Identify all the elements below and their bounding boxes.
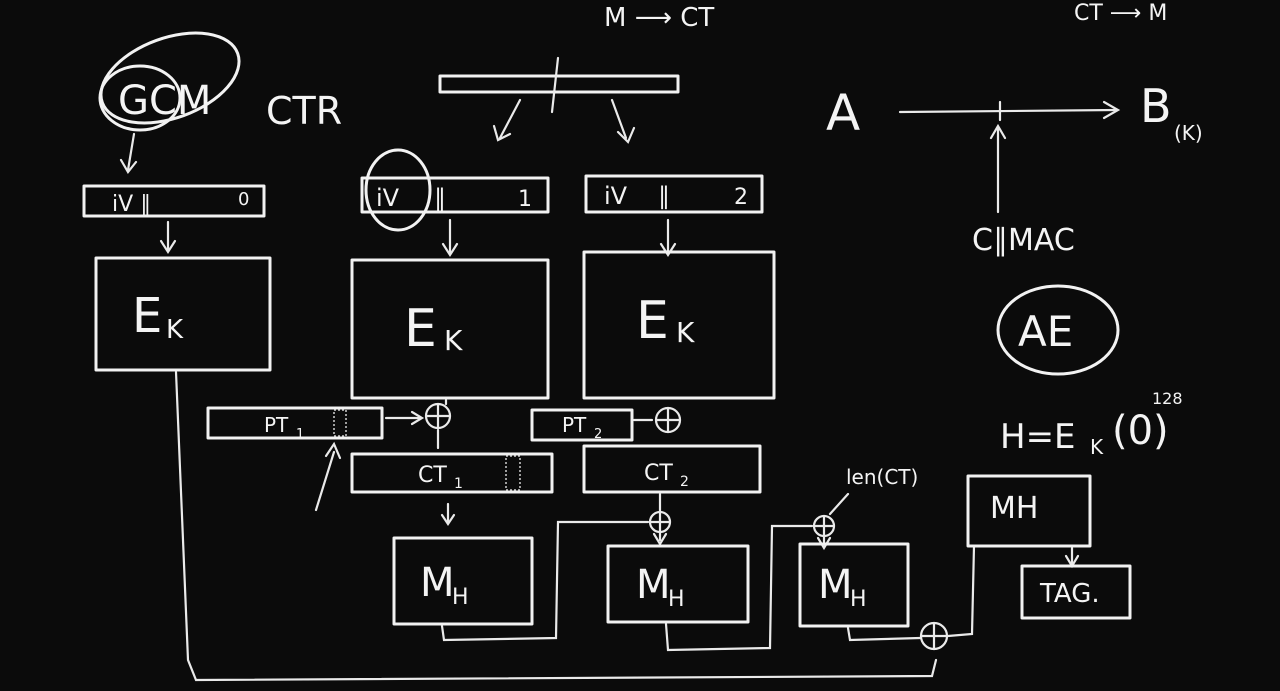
party-b-sub: (K) — [1174, 121, 1203, 145]
mh4-label: MH — [990, 491, 1038, 526]
xor3-arrow-head — [652, 532, 668, 547]
a-to-b-arrow — [898, 108, 1118, 114]
pt2-label: PT — [562, 413, 587, 437]
mh2-to-xor4 — [664, 524, 814, 652]
ek1-label: E — [404, 299, 437, 359]
pt1-label: PT — [264, 413, 289, 437]
pt1-padding — [333, 409, 347, 437]
pt1-sub: 1 — [296, 427, 304, 442]
gcm-inner-circle — [98, 64, 182, 132]
h-feed-line — [174, 370, 938, 682]
ct2-sub: 2 — [680, 474, 689, 490]
a-to-b-arrow-head — [1102, 100, 1121, 120]
iv2-block — [584, 174, 764, 214]
gcm-outer-circle — [99, 31, 241, 125]
iv0-block — [82, 184, 266, 218]
padding-pointer — [314, 450, 336, 512]
split-arrow-left — [498, 98, 522, 140]
ct1-arrow-head — [440, 513, 456, 526]
ek2-label: E — [636, 291, 669, 351]
padding-pointer-head — [324, 441, 342, 460]
iv1-highlight-circle — [364, 148, 432, 232]
gcm-arrow-line — [126, 132, 136, 172]
mh3-block — [798, 542, 910, 628]
ct1-padding — [505, 455, 521, 491]
ek2-block — [582, 250, 776, 400]
ct1-sub: 1 — [454, 476, 463, 492]
splitter-bar — [438, 74, 680, 94]
h-equation: H=E — [1000, 417, 1076, 457]
decrypt-direction-label: CT ⟶ M — [1074, 1, 1167, 26]
pt1-arrow-head — [410, 410, 425, 426]
iv1-separator: ∥ — [434, 184, 446, 212]
gcm-arrow-head — [119, 158, 138, 174]
len-arrow — [828, 492, 850, 516]
ctr-label: CTR — [266, 89, 342, 133]
iv1-arrow-head — [441, 242, 459, 258]
mh2-block — [606, 544, 750, 624]
iv2-counter: 2 — [734, 185, 748, 210]
mh3-label: M — [818, 562, 853, 608]
final-xor-to-mh4 — [946, 544, 976, 638]
h-zero: (0) — [1112, 408, 1169, 454]
ek0-block — [94, 256, 272, 372]
mh1-block — [392, 536, 534, 626]
c-mac-label: C∥MAC — [972, 223, 1075, 258]
pt1-block — [206, 406, 384, 440]
ct1-block — [350, 452, 554, 494]
iv1-counter: 1 — [518, 187, 532, 212]
h-equation-sub: K — [1090, 435, 1104, 459]
mh3-to-final-xor — [846, 626, 922, 642]
len-ct-label: len(CT) — [846, 465, 918, 489]
tag-block — [1020, 564, 1132, 620]
iv1-prefix: iV — [376, 184, 400, 212]
tag-label: TAG. — [1039, 579, 1100, 609]
ae-label: AE — [1018, 307, 1073, 356]
ek2-sub: K — [676, 316, 695, 349]
iv2-prefix: iV — [604, 182, 628, 210]
ct1-label: CT — [418, 463, 447, 488]
splitter-tick — [550, 56, 560, 114]
mh1-label: M — [420, 560, 455, 606]
ek0-label: E — [132, 288, 162, 344]
mh1-to-xor3 — [440, 520, 650, 642]
iv0-counter: 0 — [238, 189, 249, 210]
split-arrow-right — [610, 98, 628, 140]
h-exponent: 128 — [1152, 389, 1183, 408]
encrypt-direction-label: M ⟶ CT — [604, 3, 714, 33]
gcm-label: GCM — [118, 78, 211, 124]
split-arrow-left-head — [492, 124, 512, 142]
mh4-block — [966, 474, 1092, 548]
mh2-sub: H — [668, 587, 685, 612]
iv2-arrow-head — [659, 242, 677, 258]
ae-circle — [996, 284, 1120, 376]
iv1-block — [360, 176, 550, 214]
ct2-label: CT — [644, 461, 673, 486]
iv0-label: iV ∥ — [112, 192, 151, 217]
ek1-sub: K — [444, 324, 463, 357]
mh2-label: M — [636, 562, 671, 608]
ct2-block — [582, 444, 762, 494]
party-b-label: B — [1140, 79, 1172, 133]
ek1-block — [350, 258, 550, 400]
split-arrow-right-head — [616, 126, 636, 144]
mh1-sub: H — [452, 585, 469, 610]
xor4-arrow-head — [816, 536, 832, 551]
pt2-block — [530, 408, 634, 442]
c-mac-arrow-head — [989, 123, 1007, 140]
iv2-separator: ∥ — [658, 182, 670, 210]
party-a-label: A — [826, 84, 860, 142]
mh3-sub: H — [850, 587, 867, 612]
pt2-sub: 2 — [594, 427, 602, 442]
iv0-arrow-head — [159, 239, 177, 255]
ek0-sub: K — [166, 315, 184, 345]
